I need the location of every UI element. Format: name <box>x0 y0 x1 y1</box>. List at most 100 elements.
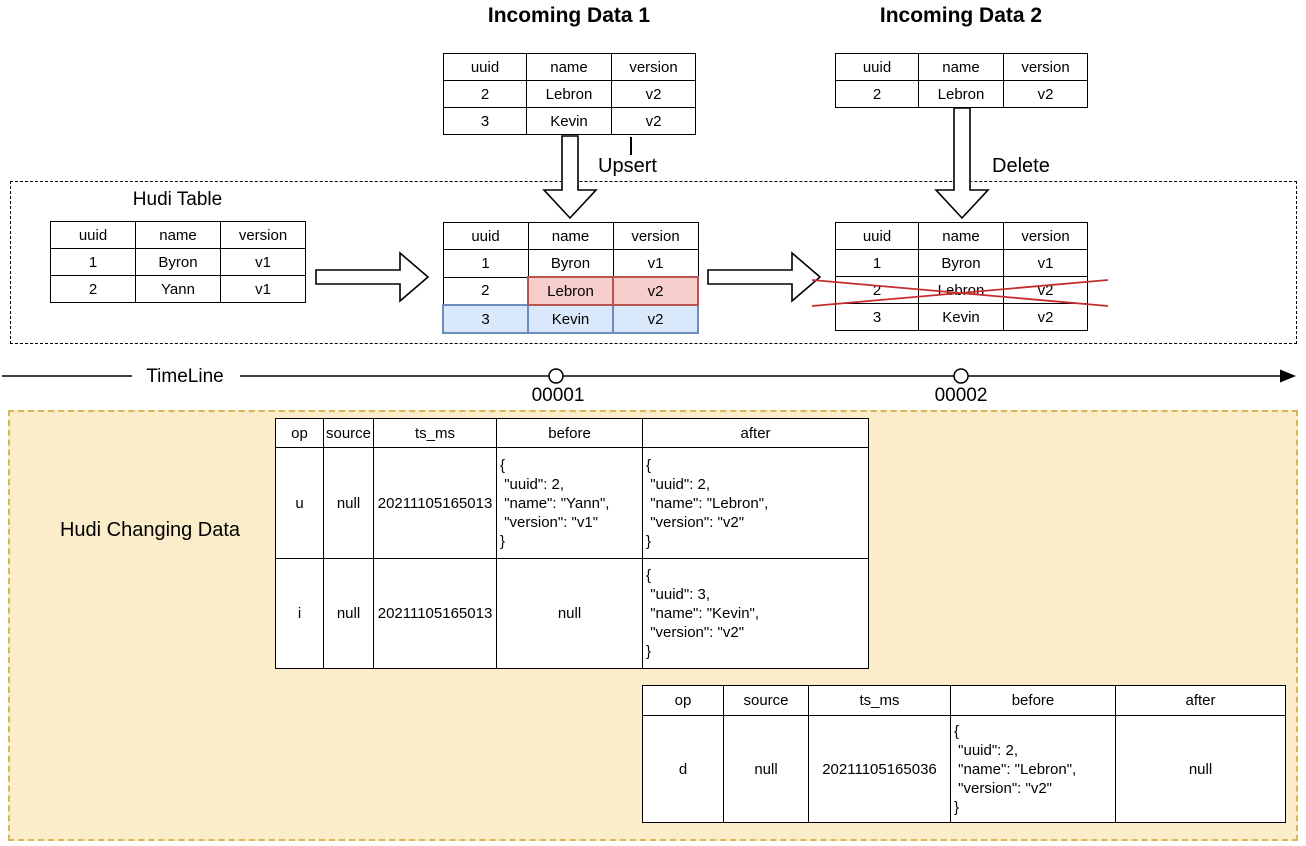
table-cell: 3 <box>443 107 527 135</box>
timeline-instant-2: 00002 <box>934 385 988 406</box>
table-header-row: uuid name version <box>50 221 306 249</box>
table-cell: 1 <box>50 248 136 276</box>
table-cell: v2 <box>611 80 696 108</box>
incoming-data-2-table: uuid name version 2 Lebron v2 <box>835 53 1088 108</box>
table-cell: Yann <box>135 275 221 303</box>
column-header-source: source <box>322 418 375 448</box>
column-header-before: before <box>950 685 1116 716</box>
column-header-version: version <box>1003 222 1088 250</box>
hudi-after-delete-table: uuid name version 1 Byron v1 2 Lebron v2… <box>835 222 1088 331</box>
column-header-op: op <box>275 418 324 448</box>
table-header-row: uuid name version <box>443 53 696 81</box>
table-cell: 2 <box>835 80 919 108</box>
timeline-axis <box>2 368 1296 384</box>
before-cell: null <box>496 558 644 669</box>
table-cell: v1 <box>220 248 306 276</box>
column-header-after: after <box>642 418 870 448</box>
changing-data-title: Hudi Changing Data <box>59 519 241 541</box>
ts-ms-cell: 20211105165036 <box>808 715 951 823</box>
table-row: 3 Kevin v2 <box>443 107 696 135</box>
table-cell: 3 <box>835 303 919 331</box>
table-cell: v1 <box>1003 249 1088 277</box>
upsert-connector-line <box>630 137 632 155</box>
table-row: 1 Byron v1 <box>835 249 1088 277</box>
table-cell: 2 <box>443 80 527 108</box>
after-cell: { "uuid": 3, "name": "Kevin", "version":… <box>642 558 870 669</box>
deleted-row-cross-icon <box>811 279 1109 307</box>
table-row-inserted: 3 Kevin v2 <box>442 304 699 334</box>
table-cell: v1 <box>220 275 306 303</box>
cdc-row-update: u null 20211105165013 { "uuid": 2, "name… <box>275 447 870 559</box>
column-header-uuid: uuid <box>442 222 529 250</box>
table-header-row: uuid name version <box>835 222 1088 250</box>
source-cell: null <box>322 447 375 559</box>
table-cell: v2 <box>1003 303 1088 331</box>
source-cell: null <box>723 715 809 823</box>
table-cell: Lebron <box>918 80 1004 108</box>
table-cell: 2 <box>442 276 529 306</box>
table-header-row: op source ts_ms before after <box>642 685 1286 716</box>
table-row: 2 Yann v1 <box>50 275 306 303</box>
column-header-name: name <box>918 222 1004 250</box>
cdc-row-insert: i null 20211105165013 null { "uuid": 3, … <box>275 558 870 669</box>
timeline-instant-1: 00001 <box>531 385 585 406</box>
table-row: 2 Lebron v2 <box>443 80 696 108</box>
ts-ms-cell: 20211105165013 <box>373 558 498 669</box>
table-cell-updated: v2 <box>612 276 699 306</box>
column-header-uuid: uuid <box>835 53 919 81</box>
incoming-data-2-title: Incoming Data 2 <box>879 4 1043 27</box>
hudi-table-title: Hudi Table <box>132 189 223 210</box>
table-cell: Kevin <box>526 107 612 135</box>
upsert-down-arrow-icon <box>542 135 598 220</box>
column-header-version: version <box>220 221 306 249</box>
column-header-after: after <box>1115 685 1286 716</box>
table-cell: 2 <box>50 275 136 303</box>
table-cell: v2 <box>1003 80 1088 108</box>
column-header-uuid: uuid <box>50 221 136 249</box>
delete-label: Delete <box>992 155 1050 177</box>
hudi-after-upsert-table: uuid name version 1 Byron v1 2 Lebron v2… <box>442 222 699 334</box>
upsert-label: Upsert <box>598 155 657 177</box>
column-header-name: name <box>918 53 1004 81</box>
table-cell-inserted: v2 <box>612 304 699 334</box>
op-cell: u <box>275 447 324 559</box>
table-cell: 2 <box>835 276 919 304</box>
table-cell: 1 <box>835 249 919 277</box>
right-block-arrow-icon <box>707 251 822 303</box>
column-header-version: version <box>611 53 696 81</box>
column-header-source: source <box>723 685 809 716</box>
before-cell: { "uuid": 2, "name": "Lebron", "version"… <box>950 715 1116 823</box>
before-cell: { "uuid": 2, "name": "Yann", "version": … <box>496 447 644 559</box>
instant-2-marker <box>953 368 969 384</box>
table-cell-updated: Lebron <box>527 276 614 306</box>
column-header-name: name <box>135 221 221 249</box>
cdc-table-2: op source ts_ms before after d null 2021… <box>642 685 1286 823</box>
timeline-label: TimeLine <box>146 366 224 387</box>
table-row: 1 Byron v1 <box>442 249 699 278</box>
after-cell: null <box>1115 715 1286 823</box>
incoming-data-1-title: Incoming Data 1 <box>487 4 651 27</box>
table-header-row: uuid name version <box>835 53 1088 81</box>
incoming-data-1-table: uuid name version 2 Lebron v2 3 Kevin v2 <box>443 53 696 135</box>
table-cell: v2 <box>611 107 696 135</box>
table-row: 3 Kevin v2 <box>835 303 1088 331</box>
table-cell: Byron <box>918 249 1004 277</box>
table-row-updated: 2 Lebron v2 <box>442 276 699 306</box>
instant-1-marker <box>548 368 564 384</box>
column-header-name: name <box>527 222 614 250</box>
table-cell-inserted: 3 <box>442 304 529 334</box>
table-header-row: op source ts_ms before after <box>275 418 870 448</box>
after-cell: { "uuid": 2, "name": "Lebron", "version"… <box>642 447 870 559</box>
source-cell: null <box>322 558 375 669</box>
column-header-ts-ms: ts_ms <box>808 685 951 716</box>
table-row: 1 Byron v1 <box>50 248 306 276</box>
table-row: 2 Lebron v2 <box>835 80 1088 108</box>
table-cell: Kevin <box>918 303 1004 331</box>
column-header-ts-ms: ts_ms <box>373 418 498 448</box>
table-cell-inserted: Kevin <box>527 304 614 334</box>
table-cell: v1 <box>612 249 699 278</box>
column-header-uuid: uuid <box>835 222 919 250</box>
table-header-row: uuid name version <box>442 222 699 250</box>
delete-down-arrow-icon <box>934 107 990 220</box>
table-cell: Byron <box>135 248 221 276</box>
